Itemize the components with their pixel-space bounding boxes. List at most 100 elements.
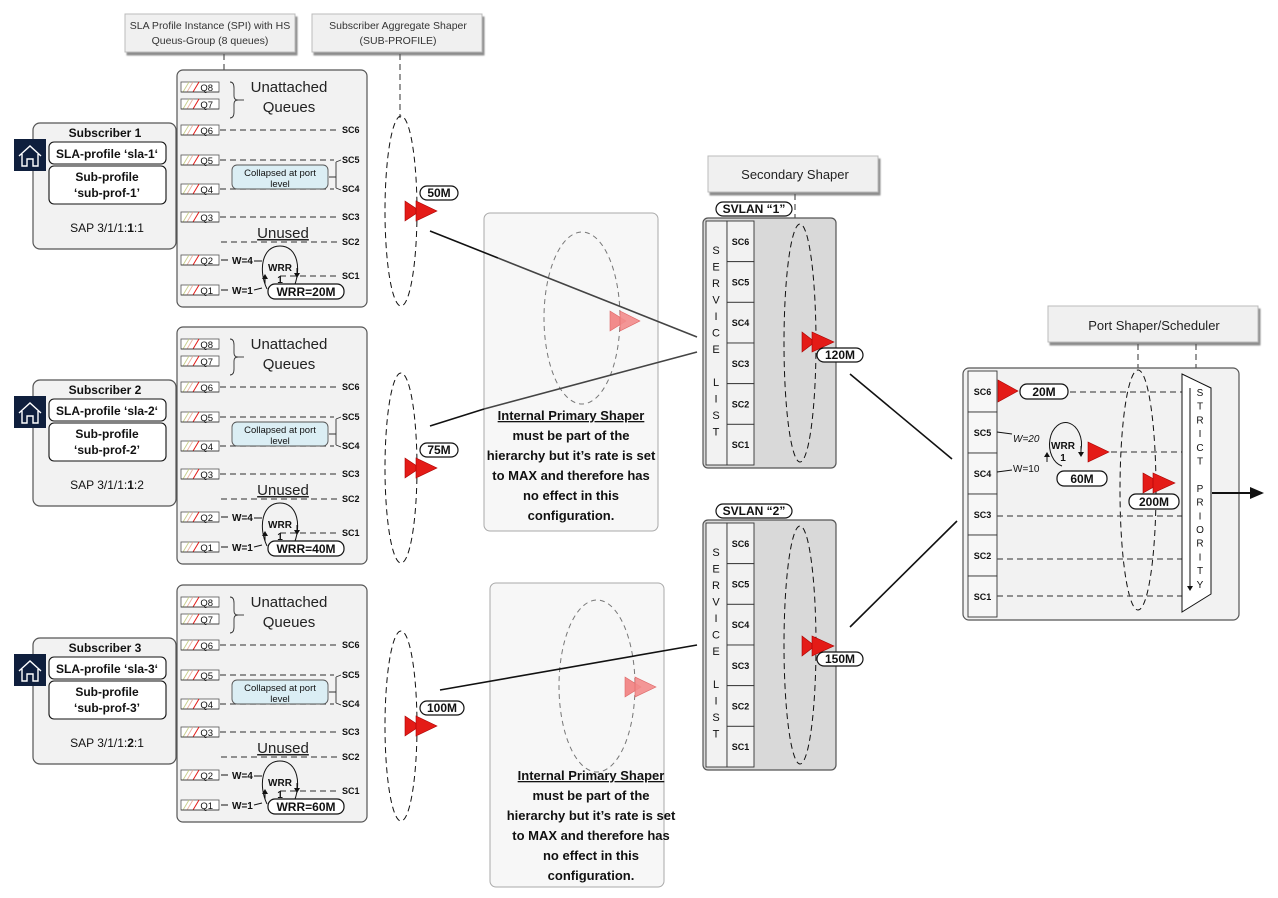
service-list-letter: S bbox=[712, 410, 719, 422]
service-list-letter: E bbox=[712, 344, 719, 356]
svlan-label: SVLAN “1” bbox=[723, 202, 786, 216]
sap-label: SAP 3/1/1:1:2 bbox=[70, 478, 144, 492]
sub-profile-label-2: ‘sub-prof-2’ bbox=[74, 443, 140, 457]
primary-shaper-panel-1: Internal Primary Shaper must be part of … bbox=[483, 212, 659, 532]
collapsed-box bbox=[231, 164, 329, 190]
strict-priority-letter: T bbox=[1197, 457, 1203, 468]
secondary-shaper-icon-a bbox=[801, 635, 816, 657]
svlan-sc5-label: SC5 bbox=[732, 580, 750, 590]
service-list-letter: L bbox=[713, 377, 719, 389]
service-list-letter: R bbox=[712, 580, 720, 592]
unused-label: Unused bbox=[257, 225, 309, 242]
unattached-label-2: Queues bbox=[263, 99, 316, 116]
sap-bold-part: 1 bbox=[127, 478, 134, 492]
sc6-rate: 20M bbox=[1032, 385, 1055, 399]
svlan-sc2-label: SC2 bbox=[732, 400, 750, 410]
queue-q8: Q8 bbox=[180, 81, 220, 94]
sc3-label: SC3 bbox=[342, 212, 360, 222]
collapsed-brace bbox=[329, 674, 342, 706]
queue-q7: Q7 bbox=[180, 613, 220, 626]
port-wrr-rate: 60M bbox=[1070, 472, 1093, 486]
port-sc4-label: SC4 bbox=[974, 469, 992, 479]
strict-priority-letter: C bbox=[1196, 443, 1203, 454]
sc1-label: SC1 bbox=[342, 271, 360, 281]
collapsed-box bbox=[231, 679, 329, 705]
queue-label: Q6 bbox=[200, 126, 213, 137]
collapsed-label-2: level bbox=[270, 694, 290, 705]
sc5-label: SC5 bbox=[342, 155, 360, 165]
collapsed-brace bbox=[329, 159, 342, 191]
sc3-label: SC3 bbox=[342, 727, 360, 737]
strict-priority-letter: I bbox=[1199, 429, 1202, 440]
svlan-sc6-label: SC6 bbox=[732, 539, 750, 549]
house-icon bbox=[14, 396, 46, 428]
primary-note-title-2: Internal Primary Shaper bbox=[518, 768, 665, 783]
svlan-sc6-label: SC6 bbox=[732, 237, 750, 247]
queue-q1: Q1 bbox=[180, 799, 220, 812]
primary-shaper-faded-icon-2b bbox=[634, 676, 657, 698]
sla-profile-label: SLA-profile ‘sla-2‘ bbox=[56, 404, 158, 418]
port-sc3-label: SC3 bbox=[974, 510, 992, 520]
unattached-label-2: Queues bbox=[263, 614, 316, 631]
queue-q1: Q1 bbox=[180, 284, 220, 297]
primary-shaper-faded-icon-1b bbox=[619, 310, 641, 332]
q2-weight: W=4 bbox=[232, 256, 253, 267]
queue-label: Q4 bbox=[200, 700, 213, 711]
sc6-label: SC6 bbox=[342, 640, 360, 650]
aggregate-rate-pill bbox=[419, 442, 459, 458]
service-list-letter: S bbox=[712, 547, 719, 559]
sc5-label: SC5 bbox=[342, 412, 360, 422]
sap-prefix: SAP 3/1/1: bbox=[70, 221, 127, 235]
link-sub1-to-primary bbox=[429, 230, 499, 259]
sap-suffix: :2 bbox=[134, 478, 144, 492]
queue-q2: Q2 bbox=[180, 254, 220, 267]
queue-q6: Q6 bbox=[180, 124, 220, 137]
service-list-letter: V bbox=[712, 295, 720, 307]
sc1-label: SC1 bbox=[342, 528, 360, 538]
queue-label: Q7 bbox=[200, 357, 213, 368]
wrr-number: 1 bbox=[277, 790, 283, 801]
port-sc2-label: SC2 bbox=[974, 551, 992, 561]
queue-label: Q3 bbox=[200, 213, 213, 224]
queue-label: Q5 bbox=[200, 671, 213, 682]
sap-prefix: SAP 3/1/1: bbox=[70, 736, 127, 750]
queue-q5: Q5 bbox=[180, 669, 220, 682]
sub-profile-label-1: Sub-profile bbox=[75, 427, 139, 441]
wrr-rate: WRR=40M bbox=[276, 542, 335, 556]
secondary-shaper-icon-a bbox=[801, 331, 816, 353]
aggregate-rate: 50M bbox=[427, 186, 450, 200]
svlan-sc4-label: SC4 bbox=[732, 620, 750, 630]
queue-label: Q8 bbox=[200, 340, 213, 351]
svlan-label-pill bbox=[715, 503, 793, 519]
service-list-letter: S bbox=[712, 245, 719, 257]
queue-q2: Q2 bbox=[180, 511, 220, 524]
queue-label: Q4 bbox=[200, 442, 213, 453]
sc4-label: SC4 bbox=[342, 699, 360, 709]
wrr-rate-pill bbox=[267, 798, 345, 815]
strict-priority-letter: R bbox=[1196, 539, 1203, 550]
secondary-rate-pill bbox=[816, 347, 864, 363]
service-list-letter: C bbox=[712, 328, 720, 340]
wrr-number: 1 bbox=[277, 275, 283, 286]
aggregate-rate: 100M bbox=[427, 701, 457, 715]
secondary-shaper-icon-b bbox=[811, 635, 835, 657]
service-list-letter: E bbox=[712, 646, 719, 658]
primary-shaper-faded-icon-1a bbox=[609, 310, 627, 332]
sc4-weight-line bbox=[996, 469, 1013, 473]
svlan-sc2-label: SC2 bbox=[732, 702, 750, 712]
sap-label: SAP 3/1/1:2:1 bbox=[70, 736, 144, 750]
service-list-letter: T bbox=[713, 427, 720, 439]
queue-label: Q5 bbox=[200, 156, 213, 167]
collapsed-label-2: level bbox=[270, 179, 290, 190]
aggregate-shaper-icon-b bbox=[415, 715, 438, 737]
port-shaper-icon-b bbox=[1152, 472, 1176, 494]
primary-note2-line-5: configuration. bbox=[548, 868, 635, 883]
port-shaper-label: Port Shaper/Scheduler bbox=[1088, 318, 1220, 333]
link-svlan2-to-port bbox=[849, 520, 958, 628]
port-shaper-header: Port Shaper/Scheduler bbox=[1047, 305, 1259, 343]
sap-bold-part: 1 bbox=[127, 221, 134, 235]
sc6-shaper-icon bbox=[997, 379, 1019, 403]
